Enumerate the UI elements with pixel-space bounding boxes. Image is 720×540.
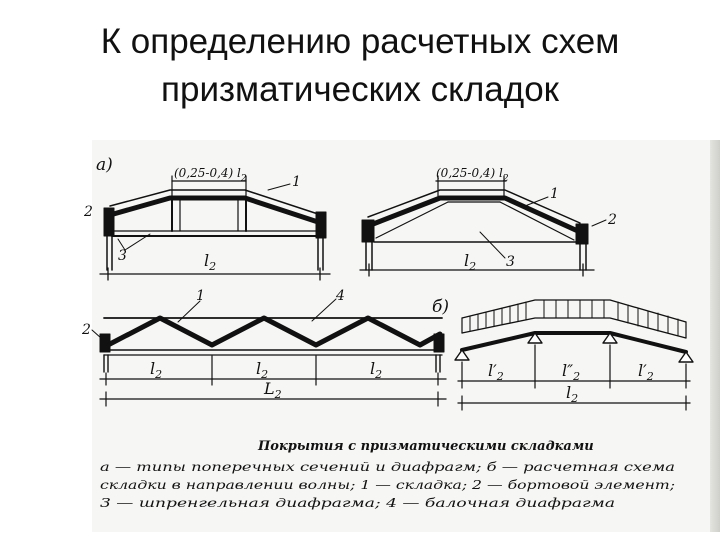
span-a2: l2 — [464, 251, 476, 273]
title-line-2: призматических складок — [161, 70, 559, 109]
slide-title: К определению расчетных схем призматичес… — [0, 18, 720, 114]
caption-line-3: 3 — шпренгельная диафрагма; 4 — балочная… — [100, 496, 615, 510]
callout-1b-fold: 1 — [550, 186, 559, 202]
wave-span-2: l2 — [256, 359, 268, 381]
section-a-left — [99, 175, 331, 281]
scheme-span-2: l″2 — [562, 361, 580, 383]
dim-range-2: (0,25-0,4) l2 — [436, 166, 509, 184]
scheme-span-3: l′2 — [638, 361, 654, 383]
wave-span-3: l2 — [370, 359, 382, 381]
scheme-total: l2 — [566, 383, 578, 405]
wave-span-1: l2 — [150, 359, 162, 381]
title-line-1: К определению расчетных схем — [100, 22, 620, 61]
corrugated-section — [91, 298, 447, 407]
label-b: б) — [432, 297, 449, 317]
callout-3b-truss: 3 — [506, 254, 515, 270]
callout-1c-fold: 1 — [196, 288, 205, 304]
callout-2c-edge: 2 — [81, 322, 91, 338]
callout-2-edge: 2 — [83, 204, 93, 220]
label-a: а) — [96, 155, 113, 175]
scheme-span-1: l′2 — [488, 361, 504, 383]
span-a1: l2 — [204, 251, 216, 273]
caption-heading: Покрытия с призматическими складками — [257, 439, 594, 454]
callout-3-truss: 3 — [118, 248, 127, 264]
section-a-right — [359, 175, 607, 277]
caption-line-1: а — типы поперечных сечений и диафрагм; … — [100, 460, 675, 474]
callout-1-fold: 1 — [292, 174, 301, 190]
caption-line-2: складки в направлении волны; 1 — складка… — [100, 478, 675, 492]
callout-2b-edge: 2 — [607, 212, 617, 228]
wave-total: L2 — [263, 379, 282, 401]
callout-4-beam: 4 — [335, 288, 345, 304]
page-edge-strip — [710, 140, 720, 532]
dim-range-1: (0,25-0,4) l2 — [174, 166, 247, 184]
computational-scheme — [454, 299, 694, 411]
